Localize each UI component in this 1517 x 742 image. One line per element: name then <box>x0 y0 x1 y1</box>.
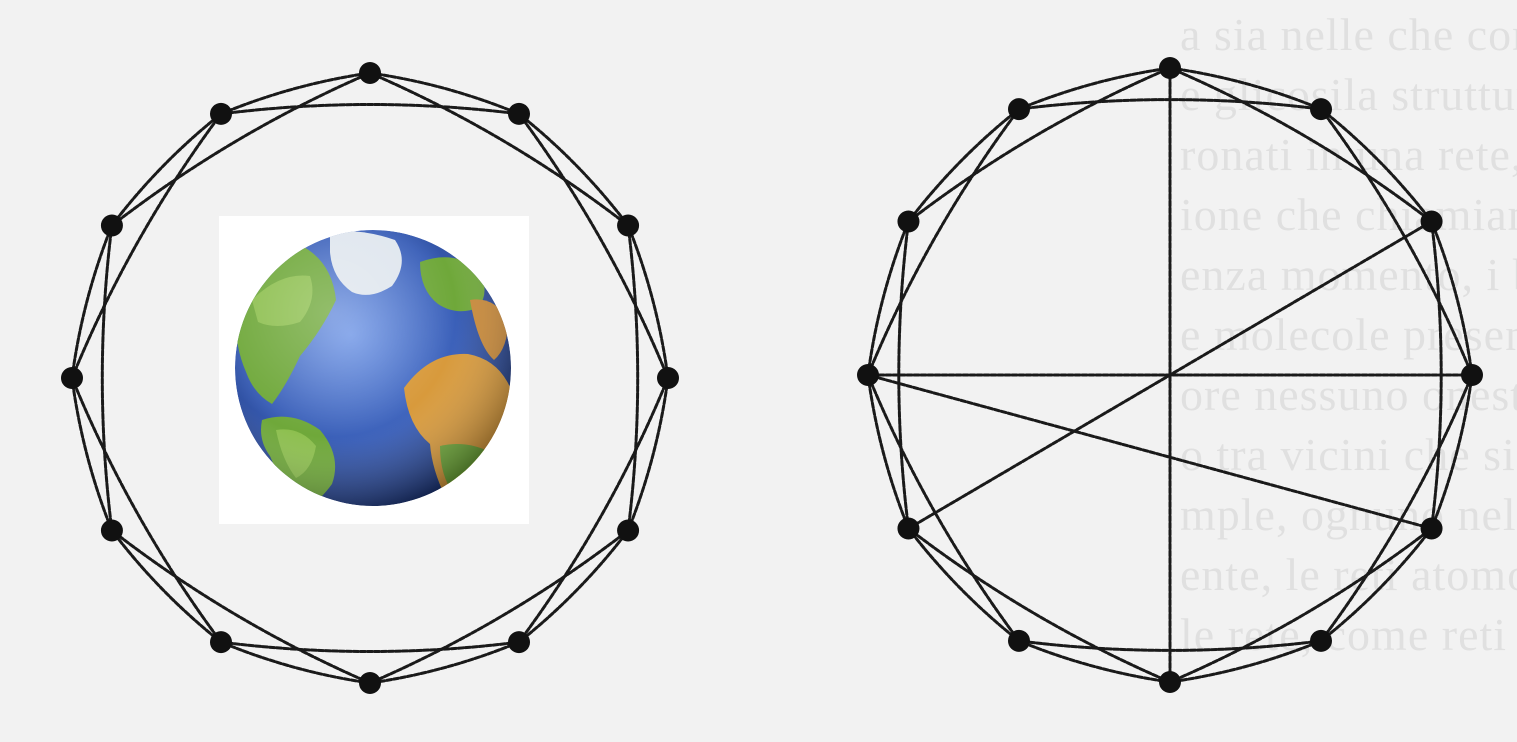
svg-text:ente, le reti atomo rete: ente, le reti atomo rete <box>1180 549 1517 600</box>
chord-edge <box>112 73 370 226</box>
ring-edge <box>519 531 628 643</box>
network-node <box>617 520 639 542</box>
chord-edge <box>909 529 1171 683</box>
svg-text:a sia nelle che come tone: a sia nelle che come tone <box>1180 9 1517 60</box>
chord-edge <box>628 226 638 531</box>
network-node <box>857 364 879 386</box>
chord-edge <box>221 105 519 114</box>
chord-edge <box>519 114 668 378</box>
chord-edge <box>909 68 1171 222</box>
svg-text:o tra vicini che si rete: o tra vicini che si rete <box>1180 429 1517 480</box>
chord-edge <box>72 378 221 642</box>
network-node <box>1008 630 1030 652</box>
network-node <box>359 62 381 84</box>
chord-edge <box>102 226 112 531</box>
earth-globe-icon <box>219 216 529 524</box>
network-node <box>657 367 679 389</box>
network-node <box>617 215 639 237</box>
network-node <box>210 103 232 125</box>
network-node <box>61 367 83 389</box>
chord-edge <box>868 109 1019 375</box>
svg-text:le rete, come reti: le rete, come reti <box>1180 609 1507 660</box>
ring-edge <box>112 531 221 643</box>
network-node <box>210 631 232 653</box>
network-node <box>897 211 919 233</box>
chord-edge <box>112 531 370 684</box>
svg-text:ione che chiamiamo spazio: ione che chiamiamo spazio <box>1180 189 1517 240</box>
network-node <box>508 631 530 653</box>
network-node <box>1421 211 1443 233</box>
network-node <box>359 672 381 694</box>
network-node <box>1310 98 1332 120</box>
network-node <box>1461 364 1483 386</box>
network-node <box>1008 98 1030 120</box>
svg-text:mple, ognuno nella rete: mple, ognuno nella rete <box>1180 489 1517 540</box>
chord-edge <box>370 73 628 226</box>
network-node <box>101 520 123 542</box>
ring-edge <box>112 114 221 226</box>
chord-edge <box>370 531 628 684</box>
ring-edge <box>909 109 1020 221</box>
ring-edge <box>519 114 628 226</box>
svg-text:ronati in una rete, ogni: ronati in una rete, ogni <box>1180 129 1517 180</box>
ring-edge <box>909 529 1020 641</box>
network-node <box>1159 57 1181 79</box>
network-node <box>508 103 530 125</box>
svg-text:enza momento, i biologi: enza momento, i biologi <box>1180 249 1517 300</box>
network-node <box>1310 630 1332 652</box>
network-node <box>1421 518 1443 540</box>
network-node <box>101 215 123 237</box>
network-node <box>897 518 919 540</box>
chord-edge <box>221 642 519 651</box>
chord-edge <box>519 378 668 642</box>
chord-edge <box>72 114 221 378</box>
network-node <box>1159 671 1181 693</box>
